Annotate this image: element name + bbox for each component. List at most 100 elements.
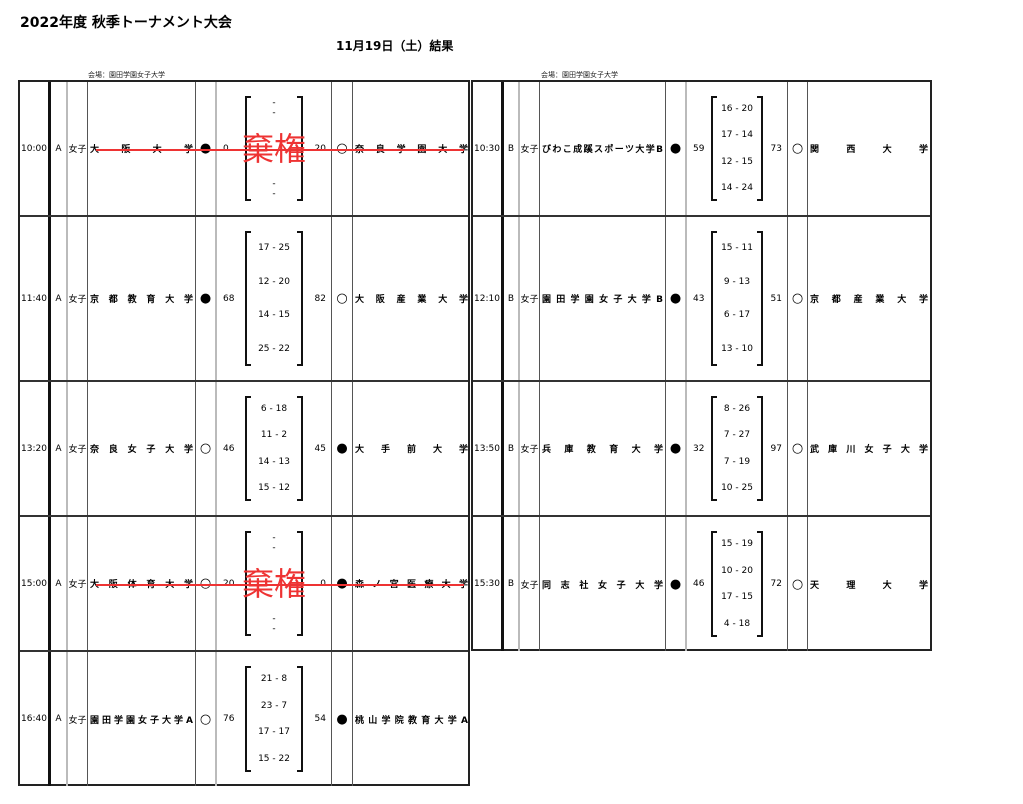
match-row: 10:00A女子大阪大学●020----○奈良学園大学棄権 <box>20 82 468 217</box>
bracket-left <box>711 396 717 501</box>
team1-result-mark: ● <box>666 517 687 651</box>
bracket-left <box>711 231 717 366</box>
division-label: 女子 <box>520 382 540 515</box>
set-score: 14 - 13 <box>258 456 290 467</box>
match-time: 15:30 <box>473 517 504 651</box>
set-score: 11 - 2 <box>260 430 288 441</box>
division-label: 女子 <box>68 82 88 215</box>
match-time: 13:20 <box>20 382 51 515</box>
match-time: 10:30 <box>473 82 504 215</box>
team1-name: 園田学園女子大学A <box>90 715 193 726</box>
set-score: 21 - 8 <box>260 674 288 685</box>
bracket-right <box>297 231 303 366</box>
results-table-left: 10:00A女子大阪大学●020----○奈良学園大学棄権11:40A女子京都教… <box>18 80 470 786</box>
block-label: A <box>51 82 68 215</box>
block-label: A <box>51 382 68 515</box>
team2-score: 45 <box>314 443 326 454</box>
team1-name: 京都教育大学 <box>90 295 193 305</box>
division-label: 女子 <box>520 517 540 651</box>
team2-cell: 天理大学 <box>808 517 930 651</box>
team2-result-mark: ○ <box>788 82 808 215</box>
team1-cell: 奈良女子大学 <box>88 382 196 515</box>
match-time: 16:40 <box>20 652 51 786</box>
set-score: 15 - 11 <box>721 242 753 253</box>
set-scores: ---- <box>251 533 297 634</box>
block-label: B <box>504 82 520 215</box>
page-title: 2022年度 秋季トーナメント大会 <box>20 15 232 31</box>
team1-score: 43 <box>693 293 705 304</box>
date-heading: 11月19日（土）結果 <box>336 39 454 53</box>
bracket-right <box>757 231 763 366</box>
team1-score: 76 <box>223 714 235 724</box>
team1-result-mark: ● <box>196 217 217 380</box>
team1-name: 同志社女子大学 <box>542 580 663 591</box>
team1-name: 奈良女子大学 <box>90 445 193 455</box>
set-score: 13 - 10 <box>721 344 753 355</box>
team2-score: 54 <box>314 714 326 724</box>
set-score: 4 - 18 <box>723 618 751 629</box>
team2-cell: 大手前大学 <box>353 382 470 515</box>
team1-result-mark: ● <box>666 217 687 380</box>
team1-cell: 同志社女子大学 <box>540 517 666 651</box>
bracket-left <box>711 96 717 201</box>
team1-score: 59 <box>693 143 705 154</box>
set-score: 17 - 25 <box>258 242 290 253</box>
set-score: 25 - 22 <box>258 344 290 355</box>
block-label: B <box>504 382 520 515</box>
team1-result-mark: ○ <box>196 652 217 786</box>
team1-score: 46 <box>223 443 235 454</box>
set-score: - <box>272 624 276 634</box>
team2-cell: 大阪産業大学 <box>353 217 470 380</box>
team2-name: 武庫川女子大学 <box>810 445 928 455</box>
match-time: 13:50 <box>473 382 504 515</box>
set-score: - <box>272 189 276 199</box>
set-score: 17 - 14 <box>721 130 753 141</box>
division-label: 女子 <box>68 217 88 380</box>
match-time: 12:10 <box>473 217 504 380</box>
set-score: 17 - 15 <box>721 592 753 603</box>
set-score: 6 - 18 <box>260 404 288 415</box>
bracket-left <box>245 231 251 366</box>
team2-result-mark: ○ <box>332 217 353 380</box>
set-score: 16 - 20 <box>721 104 753 115</box>
division-label: 女子 <box>520 217 540 380</box>
forfeit-strike-line <box>96 583 464 586</box>
block-label: B <box>504 517 520 651</box>
match-time: 15:00 <box>20 517 51 650</box>
team2-result-mark: ○ <box>788 217 808 380</box>
team1-result-mark: ● <box>666 82 687 215</box>
team1-score: 46 <box>693 579 705 589</box>
bracket-right <box>297 666 303 772</box>
set-score: 10 - 25 <box>721 482 753 493</box>
set-score: 9 - 13 <box>723 276 751 287</box>
set-score: 12 - 20 <box>258 276 290 287</box>
division-label: 女子 <box>68 652 88 786</box>
team2-name: 大手前大学 <box>355 445 468 455</box>
team2-score: 51 <box>770 293 782 304</box>
team2-name: 関西大学 <box>810 145 928 155</box>
team2-score: 82 <box>314 293 326 304</box>
block-label: A <box>51 517 68 650</box>
block-label: A <box>51 217 68 380</box>
team2-score: 73 <box>770 143 782 154</box>
team1-result-mark: ○ <box>196 382 217 515</box>
set-scores: ---- <box>251 98 297 199</box>
team1-score: 32 <box>693 443 705 454</box>
division-label: 女子 <box>68 517 88 650</box>
team1-cell: 京都教育大学 <box>88 217 196 380</box>
set-score: - <box>272 543 276 553</box>
